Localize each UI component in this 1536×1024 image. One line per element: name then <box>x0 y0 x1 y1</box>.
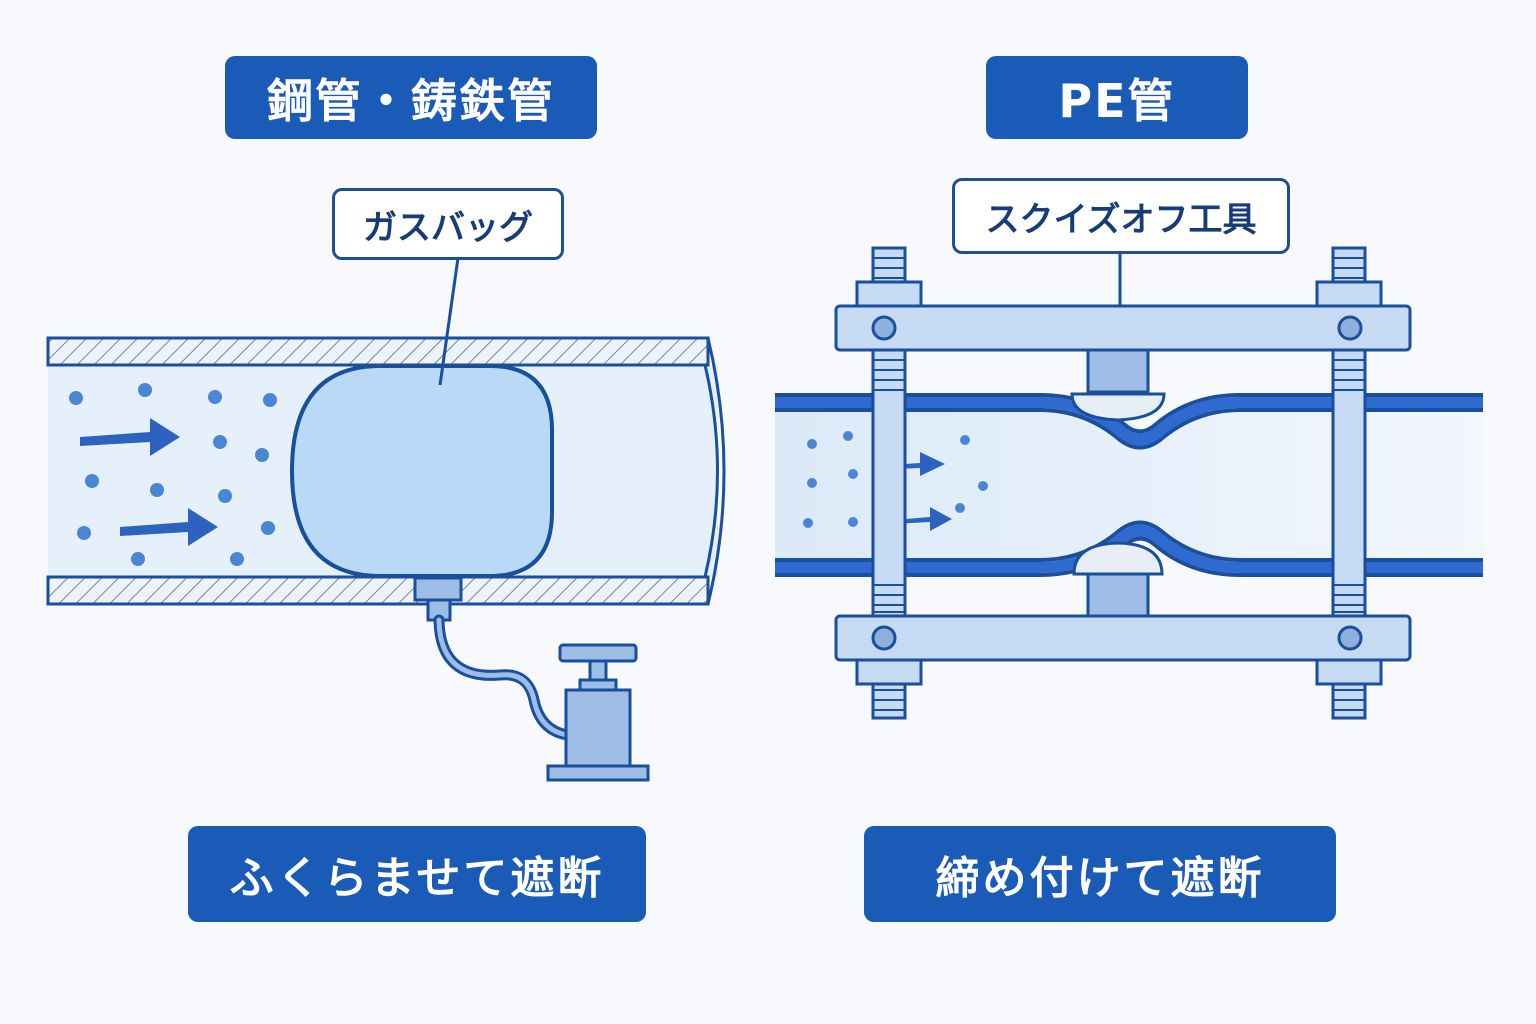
gas-bag-callout: ガスバッグ <box>332 188 564 260</box>
inflate-caption: ふくらませて遮断 <box>188 826 646 922</box>
gas-particles-left <box>69 383 277 566</box>
steel-pipe-title: 鋼管・鋳鉄管 <box>225 56 597 139</box>
squeeze-caption: 締め付けて遮断 <box>864 826 1336 922</box>
flow-arrows-right <box>872 452 952 531</box>
flow-arrow-icon <box>893 507 952 531</box>
flow-arrow-icon <box>120 508 218 546</box>
gas-bag <box>289 364 554 578</box>
hand-pump <box>413 576 650 782</box>
flow-arrow-icon <box>872 452 945 476</box>
pe-pipe-title: PE管 <box>986 56 1248 139</box>
gas-bag-leader <box>438 257 460 386</box>
squeeze-tool-callout: スクイズオフ工具 <box>952 178 1290 254</box>
flow-arrows-left <box>80 418 218 546</box>
squeeze-off-tool <box>834 246 1412 720</box>
flow-arrow-icon <box>80 418 180 456</box>
